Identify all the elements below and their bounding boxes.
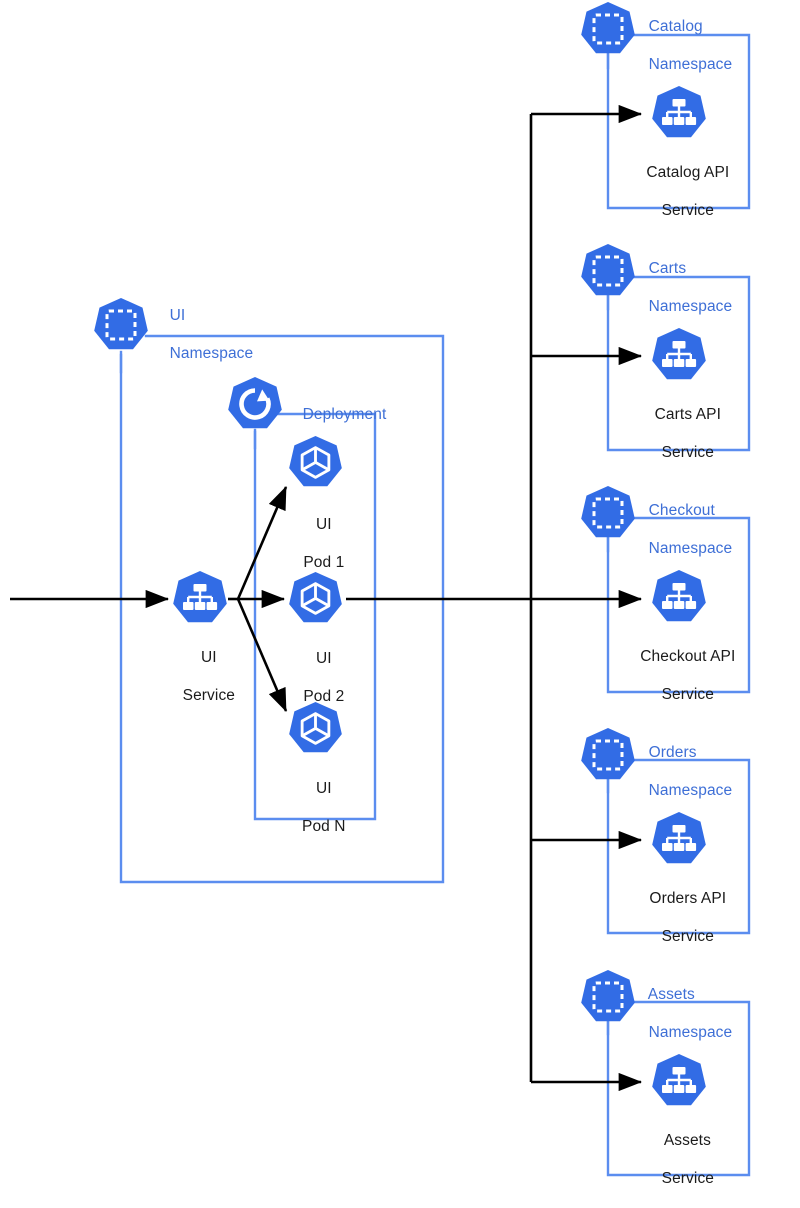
service-icon [650, 1052, 708, 1110]
service-icon [650, 568, 708, 626]
catalog-api-service-label: Catalog API Service [646, 163, 730, 219]
arrow-to-pod-1 [236, 486, 288, 600]
checkout-api-service-label: Checkout API Service [640, 647, 736, 703]
orders-namespace-label: Orders Namespace [648, 743, 733, 799]
namespace-icon [579, 484, 637, 542]
namespace-icon [92, 296, 150, 354]
deployment-icon [226, 375, 284, 433]
ui-namespace-box [119, 334, 445, 884]
service-icon [650, 326, 708, 384]
checkout-namespace-box [606, 516, 751, 694]
diagram-canvas: UI Namespace UI Service [10, 0, 751, 1187]
catalog-namespace-box [606, 33, 751, 210]
checkout-namespace-label: Checkout Namespace [648, 501, 733, 557]
ui-pod-n-label: UI Pod N [302, 779, 346, 835]
service-icon [650, 810, 708, 868]
carts-api-service-label: Carts API Service [654, 405, 722, 461]
traffic-arrows-layer [10, 104, 643, 1092]
service-icon [171, 569, 229, 627]
namespace-icon [579, 968, 637, 1026]
catalog-namespace-label: Catalog Namespace [648, 17, 733, 73]
carts-namespace-label: Carts Namespace [648, 259, 733, 315]
ui-namespace-label: UI Namespace [169, 306, 254, 362]
orders-namespace-box [606, 758, 751, 935]
assets-namespace-box [606, 1000, 751, 1177]
pod-icon [287, 434, 344, 491]
namespace-icon [579, 242, 637, 300]
ui-pod-2-label: UI Pod 2 [303, 649, 345, 705]
pod-icon [287, 700, 344, 757]
carts-namespace-box [606, 275, 751, 452]
deployment-box [253, 412, 377, 821]
arrow-to-pod-n [236, 598, 288, 712]
assets-namespace-label: Assets Namespace [647, 985, 733, 1041]
namespace-icon [579, 726, 637, 784]
assets-service-label: Assets Service [661, 1131, 715, 1187]
ui-pod-1-label: UI Pod 1 [303, 515, 345, 571]
ui-service-label: UI Service [182, 648, 236, 704]
pod-icon [287, 570, 344, 627]
service-icon [650, 84, 708, 142]
deployment-label: Deployment [302, 405, 387, 423]
orders-api-service-label: Orders API Service [649, 889, 727, 945]
namespace-icon [579, 0, 637, 58]
